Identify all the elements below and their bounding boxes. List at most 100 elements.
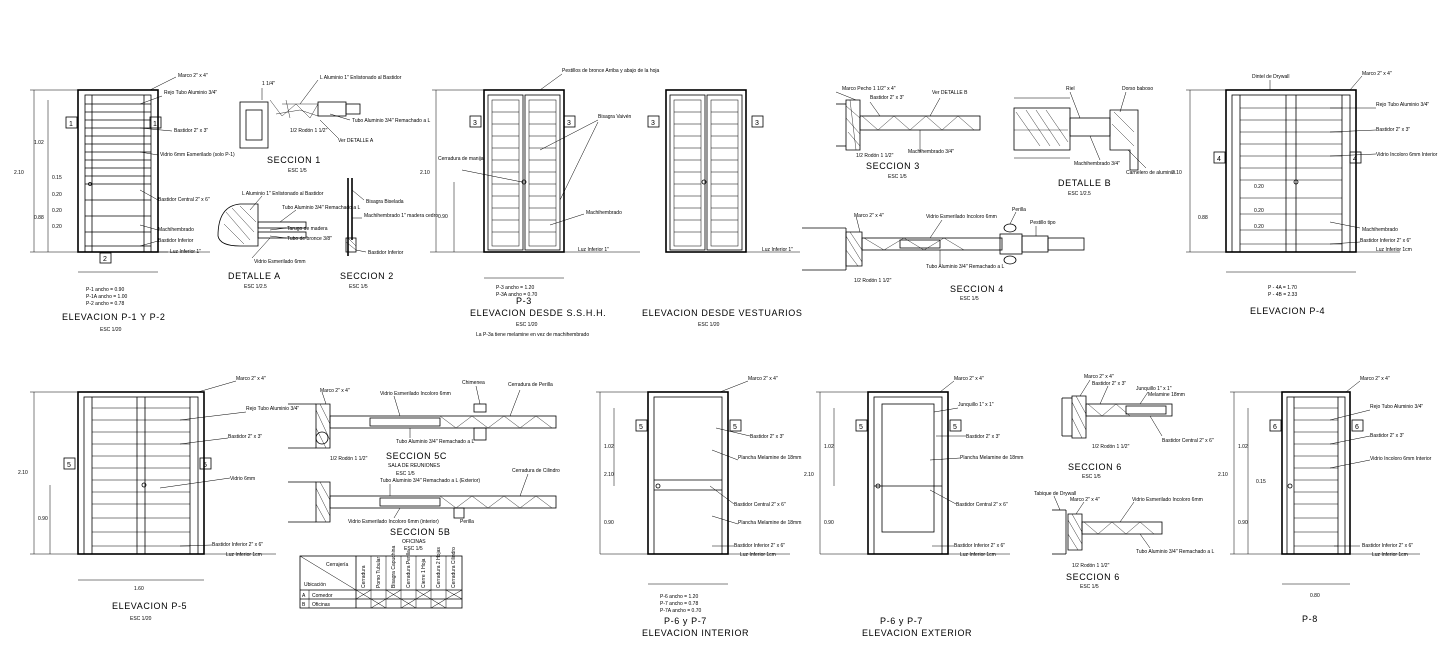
drawing-scale: ESC 1/20 bbox=[100, 327, 122, 333]
callout: Vidrio 6mm bbox=[230, 476, 255, 482]
callout: Tubo Aluminio 3/4" Remachado a L bbox=[282, 205, 361, 211]
callout: Dorso baboso bbox=[1122, 86, 1153, 92]
dim-low: 0.90 bbox=[1238, 520, 1248, 526]
drawing-scale: ESC 1/5 bbox=[1080, 584, 1099, 590]
schedule-corner: Cerrajería bbox=[326, 562, 348, 568]
callout: Marco 2" x 4" bbox=[854, 213, 884, 219]
callout: Luz Inferior 1cm bbox=[226, 552, 262, 558]
wood-grain bbox=[1111, 111, 1135, 147]
drawing-scale: ESC 1/5 bbox=[288, 168, 307, 174]
door-frame bbox=[1225, 89, 1357, 253]
door-frame bbox=[483, 89, 565, 253]
section-tag: 3 bbox=[651, 120, 655, 127]
drawing-scale: ESC 1/20 bbox=[516, 322, 538, 328]
section-4: Marco 2" x 4" Vidrio Esmerilado Incoloro… bbox=[802, 207, 1085, 302]
drawing-scale: ESC 1/2.5 bbox=[1068, 191, 1091, 197]
section-2: Bisagra Biselada Machihembrado 1" madera… bbox=[340, 178, 438, 290]
callout: Bastidor 2" x 3" bbox=[1092, 381, 1126, 387]
drawing-title: DETALLE A bbox=[228, 271, 281, 281]
section-tag: 5 bbox=[203, 462, 207, 469]
callout: Vidrio Esmerilado Incoloro 6mm bbox=[1132, 497, 1203, 503]
callout: Perilla bbox=[460, 519, 474, 525]
drawing-scale: ESC 1/2.5 bbox=[244, 284, 267, 290]
door-knob bbox=[1293, 179, 1299, 185]
louver-slats bbox=[1294, 407, 1338, 547]
dim-low: 0.90 bbox=[604, 520, 614, 526]
drawing-title: DETALLE B bbox=[1058, 178, 1111, 188]
callout: Rejo Tubo Aluminio 3/4" bbox=[1370, 404, 1423, 410]
wood-grain bbox=[861, 115, 975, 131]
dim-width: 1.60 bbox=[134, 586, 144, 592]
elevation-p5: 5 5 2.10 0.90 Marco 2" x 4" Rejo Tubo Al… bbox=[18, 376, 299, 622]
wood-grain bbox=[1067, 513, 1083, 551]
callout: Bastidor 2" x 3" bbox=[966, 434, 1000, 440]
door-knob bbox=[655, 483, 661, 489]
drawing-subtitle: OFICINAS bbox=[402, 539, 426, 545]
section-tag: 5 bbox=[953, 424, 957, 431]
drawing-scale: ESC 1/5 bbox=[888, 174, 907, 180]
callout: Luz Inferior 1" bbox=[762, 247, 793, 253]
elevation-p8: 6 6 1.02 2.10 0.15 0.90 Marco 2" x 4" Re… bbox=[1218, 376, 1432, 624]
drawing-title: SECCION 5C bbox=[386, 451, 447, 461]
door-frame bbox=[867, 391, 949, 555]
door-knob bbox=[875, 483, 881, 489]
louver-slats bbox=[1240, 107, 1342, 245]
callout: Marco 2" x 4" bbox=[1070, 497, 1100, 503]
dim: 0.88 bbox=[1198, 215, 1208, 221]
section-6-wall: Tabique de Drywall Marco 2" x 4" Vidrio … bbox=[1034, 491, 1215, 590]
door-knob bbox=[1287, 483, 1293, 489]
callout: Bastidor 2" x 3" bbox=[228, 434, 262, 440]
callout: Bastidor Inferior 2" x 6" bbox=[1360, 238, 1411, 244]
callout: 1/2 Rodón 1 1/2" bbox=[330, 456, 368, 462]
callout: Tubo de bronce 3/8" bbox=[287, 236, 332, 242]
callout: Pestillos de bronce Arriba y abajo de la… bbox=[562, 68, 660, 74]
callout: Machihembrado bbox=[586, 210, 622, 216]
wood-grain bbox=[269, 99, 319, 119]
section-tag: 4 bbox=[1353, 156, 1357, 163]
door-knob bbox=[141, 482, 147, 488]
drawing-title: ELEVACION P-4 bbox=[1250, 306, 1325, 316]
callout: Marco 2" x 4" bbox=[320, 388, 350, 394]
callout: Bisagra Vaivén bbox=[598, 114, 631, 120]
callout: Bastidor Central 2" x 6" bbox=[734, 502, 786, 508]
callout: Bastidor Inferior 2" x 6" bbox=[954, 543, 1005, 549]
callout: Machihembrado 3/4" bbox=[908, 149, 954, 155]
dim-height: 2.10 bbox=[804, 472, 814, 478]
callout: Cerradura de Cilindro bbox=[512, 468, 560, 474]
wood-grain bbox=[845, 99, 861, 151]
callout: Perilla bbox=[1012, 207, 1026, 213]
drawing-scale: ESC 1/5 bbox=[960, 296, 979, 302]
callout: Cerradura de Perilla bbox=[508, 382, 553, 388]
section-tag: 1 bbox=[69, 121, 73, 128]
callout: Chimenea bbox=[462, 380, 485, 386]
width-note: P-3 ancho = 1.20 bbox=[496, 285, 534, 291]
callout: Bastidor 2" x 3" bbox=[1376, 127, 1410, 133]
callout: Bastidor 2" x 3" bbox=[1370, 433, 1404, 439]
callout: Bastidor Central 2" x 6" bbox=[956, 502, 1008, 508]
callout: Luz Inferior 1cm bbox=[1376, 247, 1412, 253]
callout: Vidrio Incoloro 6mm Interior bbox=[1370, 456, 1432, 462]
schedule-row-letter: B bbox=[302, 602, 306, 608]
callout: Plancha Melamine de 18mm bbox=[738, 520, 801, 526]
callout: Marco 2" x 4" bbox=[178, 73, 208, 79]
callout: Luz Inferior 1cm bbox=[960, 552, 996, 558]
callout: Vidrio 6mm Esmerilado (solo P-1) bbox=[160, 152, 235, 158]
drawing-scale: ESC 1/5 bbox=[404, 546, 423, 552]
door-leaf-right bbox=[524, 94, 561, 251]
drawing-title: SECCION 4 bbox=[950, 284, 1004, 294]
dim-low: 0.90 bbox=[38, 516, 48, 522]
callout: Tubo Aluminio 3/4" Remachado a L (Exteri… bbox=[380, 478, 480, 484]
dim-b: 0.15 bbox=[52, 175, 62, 181]
door-frame bbox=[1281, 391, 1351, 555]
callout: L Aluminio 1" Enlistonado al Bastidor bbox=[242, 191, 324, 197]
wood-grain bbox=[223, 205, 257, 245]
callout: 1/2 Rodón 1 1/2" bbox=[856, 153, 894, 159]
drawing-title: P-6 y P-7 bbox=[880, 616, 923, 626]
callout: Marco 2" x 4" bbox=[236, 376, 266, 382]
section-tag: 5 bbox=[859, 424, 863, 431]
drawing-title: SECCION 3 bbox=[866, 161, 920, 171]
dim-low: 0.90 bbox=[824, 520, 834, 526]
wood-grain bbox=[315, 403, 331, 449]
wood-grain bbox=[1083, 521, 1155, 535]
callout: Vidrio Esmerilado Incoloro 6mm (interior… bbox=[348, 519, 439, 525]
